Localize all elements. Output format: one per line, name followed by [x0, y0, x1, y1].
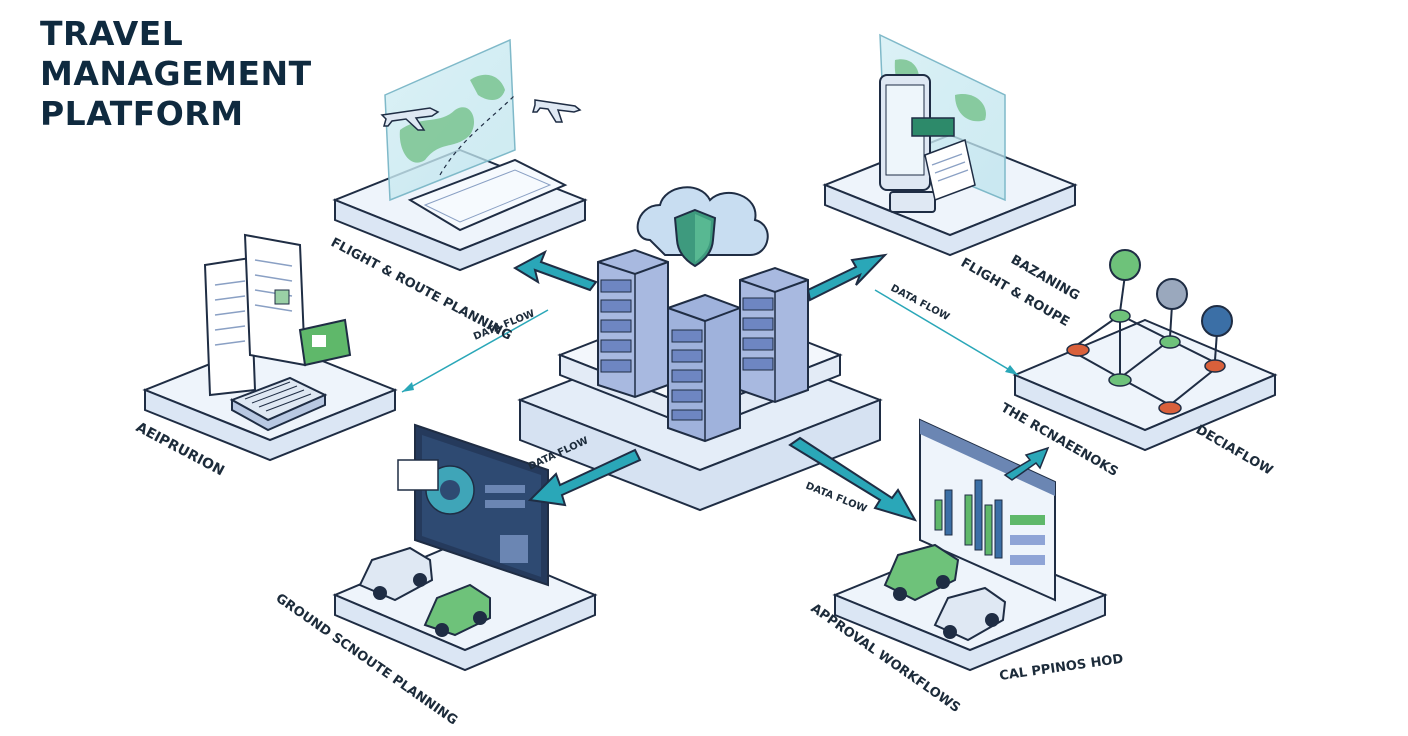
flow-line-to-expenses	[401, 309, 549, 393]
receipt-icon	[924, 138, 976, 202]
title-line-2: MANAGEMENT	[40, 54, 312, 93]
world-map-icon	[384, 38, 568, 232]
flow-line-to-rules	[874, 289, 1019, 376]
page-title: TRAVEL MANAGEMENT PLATFORM	[40, 14, 312, 134]
network-pins-icon	[1066, 249, 1233, 415]
server-rack-icon	[597, 248, 809, 443]
car-icon	[883, 543, 1007, 642]
monitor-icon	[397, 423, 549, 587]
cloud-shield-icon	[636, 186, 769, 268]
title-line-1: TRAVEL	[40, 14, 184, 53]
chart-icon	[919, 418, 1056, 602]
flow-arrow-to-flight-route	[512, 249, 598, 292]
label-analytics-hub: CAL PPINOS HOD	[998, 652, 1124, 684]
flow-arrow-to-approval	[788, 436, 918, 522]
title-line-3: PLATFORM	[40, 94, 244, 133]
airplane-icon	[380, 99, 582, 131]
car-icon	[358, 546, 491, 637]
phone-icon	[879, 33, 1006, 213]
flow-arrow-to-ground	[527, 448, 642, 507]
flow-arrow-to-flight-booking	[806, 253, 888, 302]
label-decision-flow: DECIAFLOW	[1193, 422, 1275, 478]
flow-arrow-chart-up	[1003, 446, 1050, 481]
receipt-icon	[203, 233, 352, 397]
calculator-icon	[229, 376, 328, 432]
